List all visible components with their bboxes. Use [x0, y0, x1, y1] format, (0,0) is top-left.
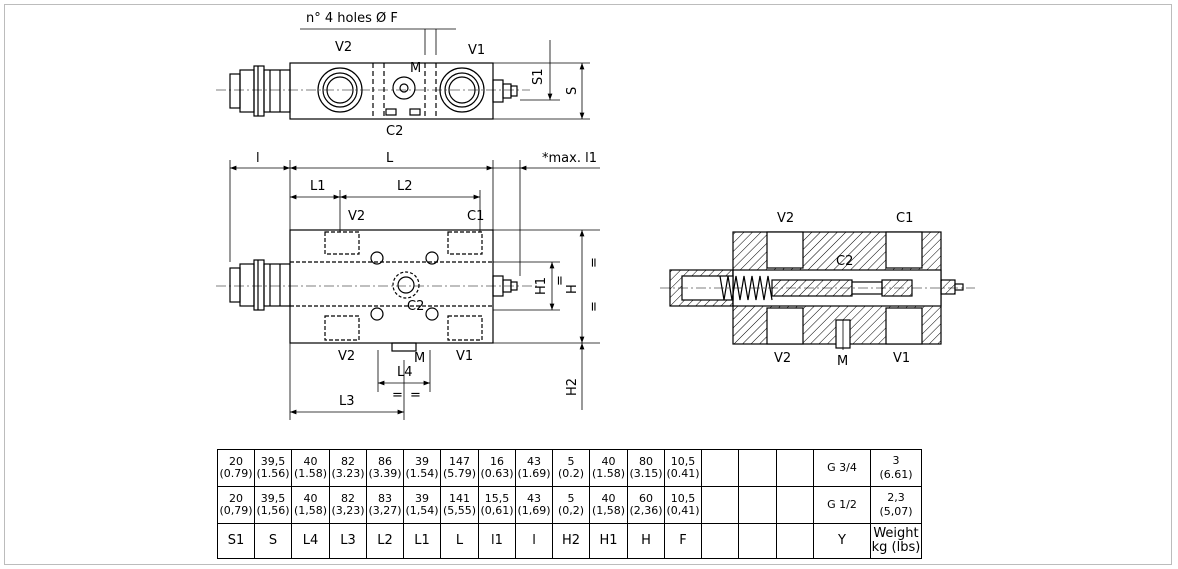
sec-c1-label: C1 — [896, 211, 913, 226]
sec-m-label: M — [837, 354, 848, 369]
cell: 39(1.54) — [403, 449, 441, 487]
cell-empty — [701, 449, 739, 487]
cell: 82(3,23) — [329, 486, 367, 524]
cell: 39,5(1,56) — [254, 486, 292, 524]
l4-label: L4 — [397, 365, 413, 380]
top-m-label: M — [410, 61, 421, 76]
cell: 39,5(1.56) — [254, 449, 292, 487]
front-v1-label: V1 — [456, 349, 473, 364]
header-cell: L4 — [291, 523, 330, 559]
front-c1-label: C1 — [467, 209, 484, 224]
sec-c2-label: C2 — [836, 254, 853, 269]
header-cell: H2 — [552, 523, 590, 559]
front-v2-bottom-label: V2 — [338, 349, 355, 364]
cell: 20(0.79) — [217, 449, 255, 487]
cell: 40(1.58) — [589, 449, 628, 487]
cell-weight: 3(6.61) — [870, 449, 922, 487]
top-v2-label: V2 — [335, 40, 352, 55]
front-v2-top-label: V2 — [348, 209, 365, 224]
top-c2-label: C2 — [386, 124, 403, 139]
l1-label: L1 — [310, 179, 326, 194]
cell: 40(1,58) — [291, 486, 330, 524]
cell-empty — [776, 523, 814, 559]
eq-right-label: = — [410, 388, 421, 403]
cell: 15,5(0,61) — [478, 486, 516, 524]
cell: 39(1,54) — [403, 486, 441, 524]
cell: 10,5(0.41) — [664, 449, 702, 487]
technical-drawing: n° 4 holes Ø F V2 V1 M C2 S1 S — [216, 11, 975, 420]
cell-y: G 1/2 — [813, 486, 871, 524]
header-cell: S1 — [217, 523, 255, 559]
sec-v2-top-label: V2 — [777, 211, 794, 226]
cell: 5(0.2) — [552, 449, 590, 487]
cell-empty — [701, 486, 739, 524]
sec-v2-bottom-label: V2 — [774, 351, 791, 366]
cell: 40(1,58) — [589, 486, 628, 524]
max-l1-label: *max. l1 — [542, 151, 597, 166]
cell-empty — [738, 523, 777, 559]
cell-weight: 2,3(5,07) — [870, 486, 922, 524]
cell-empty — [776, 449, 814, 487]
s-label: S — [565, 87, 580, 95]
h-label: H — [565, 284, 580, 294]
drawing-frame — [4, 4, 1172, 565]
h2-label: H2 — [565, 378, 580, 396]
header-cell: L3 — [329, 523, 367, 559]
sec-v1-label: V1 — [893, 351, 910, 366]
l2-label: L2 — [397, 179, 413, 194]
cell: 141(5,55) — [440, 486, 479, 524]
header-cell: L2 — [366, 523, 404, 559]
cell: 83(3,27) — [366, 486, 404, 524]
cell: 80(3.15) — [627, 449, 665, 487]
header-cell: H — [627, 523, 665, 559]
l3-label: L3 — [339, 394, 355, 409]
front-c2-label: C2 — [407, 299, 424, 314]
eq-h-bottom-label: = — [587, 301, 602, 312]
cell: 147(5.79) — [440, 449, 479, 487]
top-v1-label: V1 — [468, 43, 485, 58]
l-label: L — [386, 151, 394, 166]
header-cell: L1 — [403, 523, 441, 559]
l-small-label: l — [256, 151, 260, 166]
header-cell: F — [664, 523, 702, 559]
cell: 86(3.39) — [366, 449, 404, 487]
eq-h-top-label: = — [587, 257, 602, 268]
cell: 60(2,36) — [627, 486, 665, 524]
cell: 10,5(0,41) — [664, 486, 702, 524]
cell: 20(0,79) — [217, 486, 255, 524]
header-cell: l — [515, 523, 553, 559]
section-view — [660, 231, 975, 350]
table-row: 20(0.79) 39,5(1.56) 40(1.58) 82(3.23) 86… — [217, 449, 922, 487]
header-cell-y: Y — [813, 523, 871, 559]
cell: 82(3.23) — [329, 449, 367, 487]
cell-empty — [701, 523, 739, 559]
cell-empty — [738, 486, 777, 524]
cell: 40(1.58) — [291, 449, 330, 487]
h1-label: H1 — [534, 277, 549, 295]
cell-y: G 3/4 — [813, 449, 871, 487]
table-row: 20(0,79) 39,5(1,56) 40(1,58) 82(3,23) 83… — [217, 486, 922, 524]
front-view — [216, 160, 600, 420]
s1-label: S1 — [531, 68, 546, 85]
eq-left-label: = — [392, 388, 403, 403]
front-m-label: M — [414, 351, 425, 366]
cell: 5(0,2) — [552, 486, 590, 524]
cell-empty — [776, 486, 814, 524]
header-cell: l1 — [478, 523, 516, 559]
cell: 43(1.69) — [515, 449, 553, 487]
header-cell: S — [254, 523, 292, 559]
table-header-row: S1 S L4 L3 L2 L1 L l1 l H2 H1 H F Y Weig… — [217, 523, 922, 559]
eq-h1-label: = — [553, 275, 568, 286]
cell-empty — [738, 449, 777, 487]
holes-label: n° 4 holes Ø F — [306, 11, 398, 26]
top-view — [216, 28, 590, 120]
header-cell: L — [440, 523, 479, 559]
header-cell: H1 — [589, 523, 628, 559]
cell: 43(1,69) — [515, 486, 553, 524]
cell: 16(0.63) — [478, 449, 516, 487]
dimension-table: 20(0.79) 39,5(1.56) 40(1.58) 82(3.23) 86… — [217, 449, 922, 559]
